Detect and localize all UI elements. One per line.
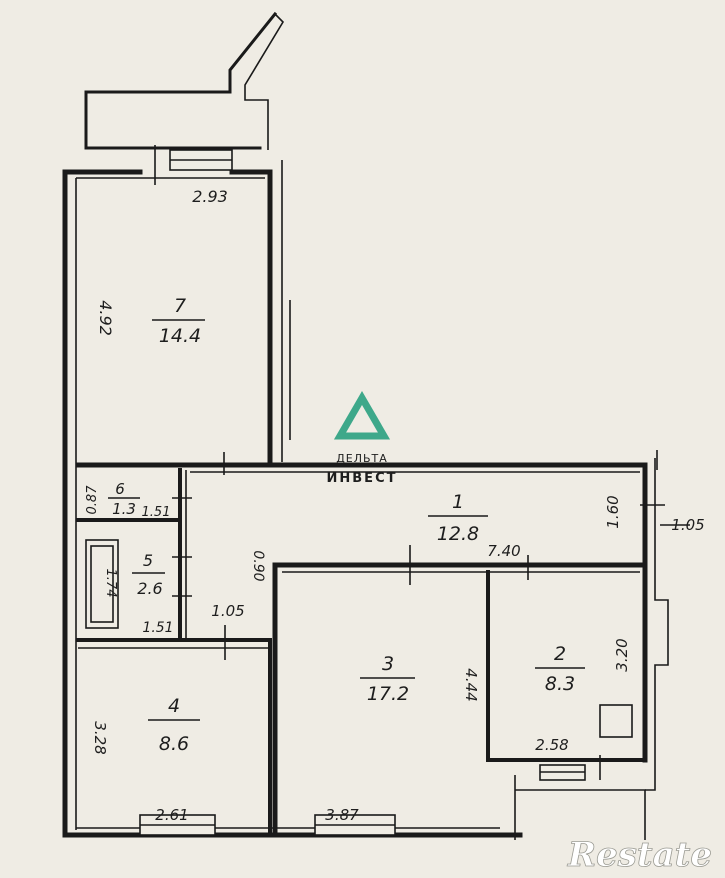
dim-room3-width: 3.87 [325, 806, 359, 824]
dim-room5-width: 1.51 [142, 620, 173, 636]
dim-room6-width: 1.51 [142, 505, 171, 520]
room6-area: 1.3 [112, 500, 136, 518]
walls [62, 11, 690, 840]
watermark-text: Restate [567, 835, 712, 875]
room5-area: 2.6 [137, 579, 162, 598]
room3-area: 17.2 [367, 683, 409, 705]
room2-number: 2 [554, 643, 566, 665]
dim-hall-length: 7.40 [487, 542, 520, 560]
dim-hall-depth: 1.60 [604, 495, 622, 528]
logo-line1: ДЕЛЬТА [336, 452, 388, 465]
room7-number: 7 [174, 295, 186, 317]
room7-area: 14.4 [159, 325, 201, 347]
delta-icon [333, 391, 391, 440]
room1-area: 12.8 [437, 523, 479, 545]
dim-room3-depth: 4.44 [462, 668, 480, 701]
room6-number: 6 [115, 480, 125, 498]
dim-top-width: 2.93 [192, 187, 228, 206]
dim-right-offset: 1.05 [671, 516, 704, 534]
dim-room5-depth: 1.74 [103, 569, 118, 598]
room-labels: 7 14.4 6 1.3 5 2.6 1 12.8 3 17.2 2 8.3 4… [108, 295, 585, 755]
dim-hall-passage: 0.90 [250, 550, 266, 581]
logo-line2: ИНВЕСТ [327, 471, 398, 486]
dim-room6-depth: 0.87 [85, 485, 100, 515]
room5-number: 5 [143, 551, 153, 570]
dim-room2-depth: 3.20 [613, 638, 631, 671]
dim-room7-depth: 4.92 [96, 300, 115, 336]
logo: ДЕЛЬТА ИНВЕСТ [327, 391, 398, 486]
room4-number: 4 [168, 695, 180, 717]
room1-number: 1 [452, 491, 464, 513]
room4-area: 8.6 [159, 733, 189, 755]
dim-door-width: 1.05 [211, 602, 244, 620]
room2-area: 8.3 [545, 673, 575, 695]
room3-number: 3 [382, 653, 394, 675]
dim-room2-width: 2.58 [535, 736, 568, 754]
dim-room4-width: 2.61 [155, 806, 188, 824]
windows [139, 149, 586, 836]
dimension-labels: 2.93 4.92 0.87 1.51 1.74 1.51 0.90 1.05 … [85, 187, 705, 824]
dim-room4-depth: 3.28 [91, 721, 109, 754]
